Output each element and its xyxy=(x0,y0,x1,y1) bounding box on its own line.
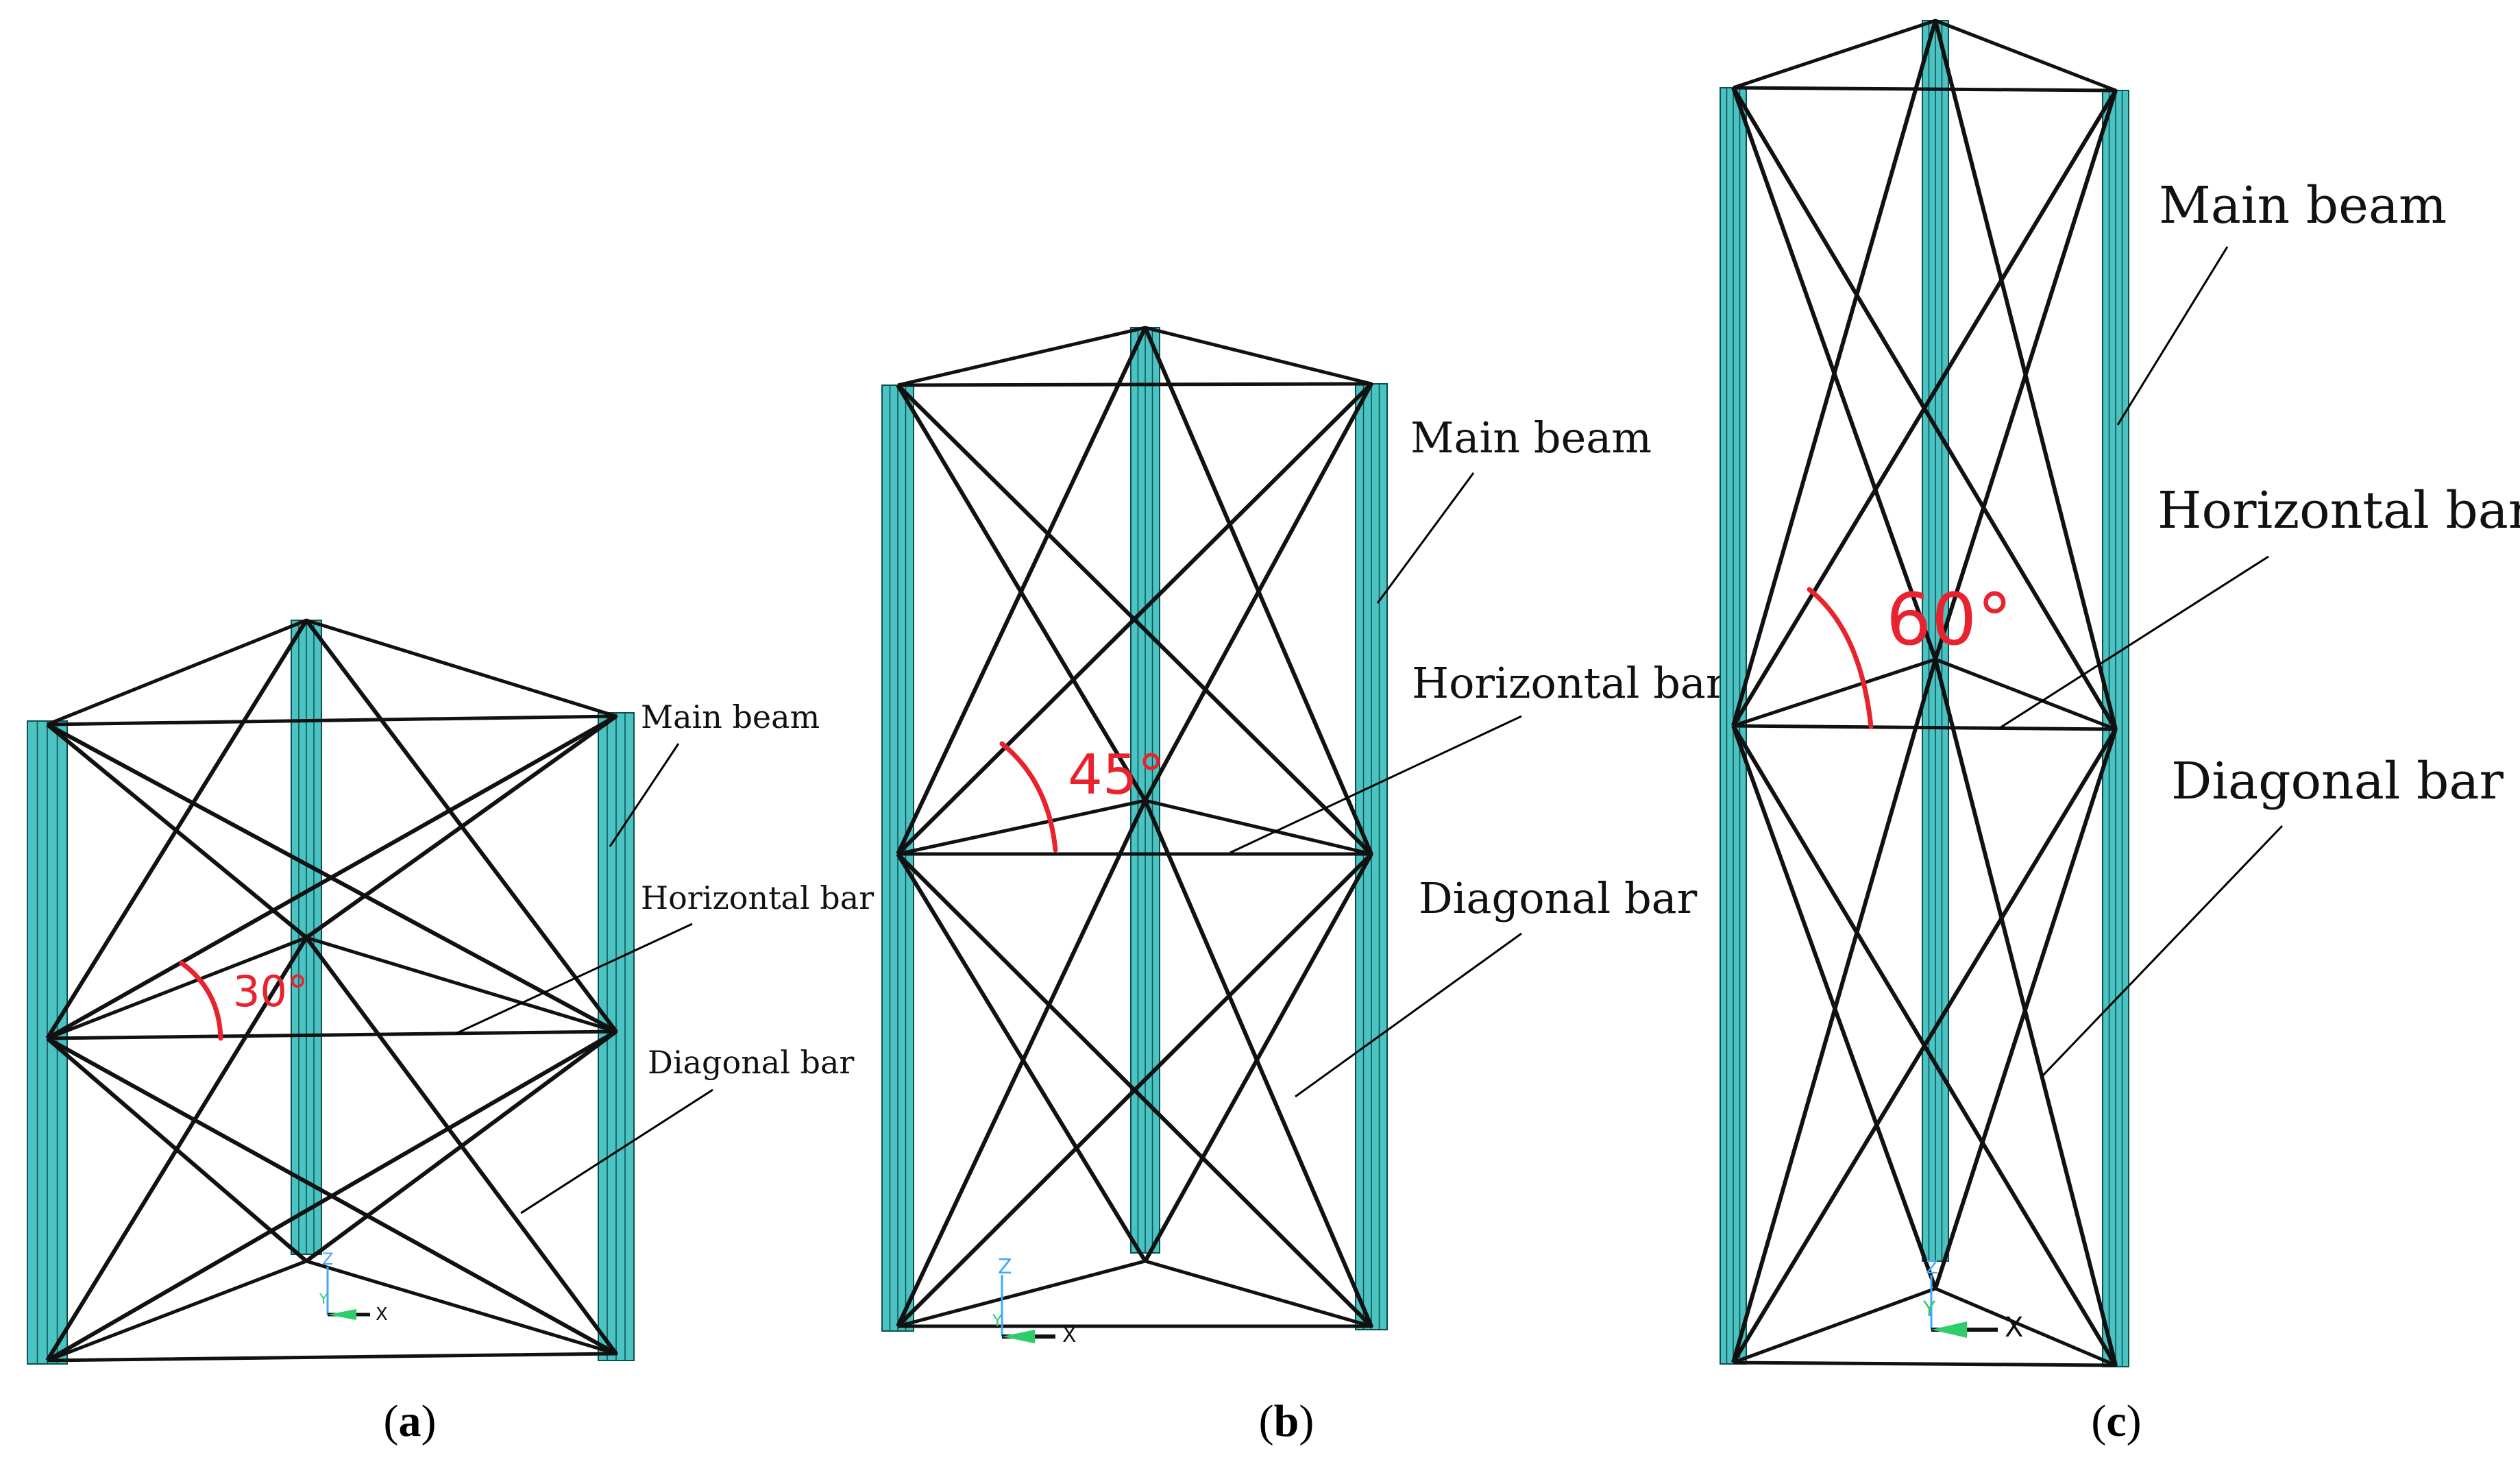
horizontal-bar-top xyxy=(47,618,618,727)
angle-label: 45° xyxy=(1068,743,1165,807)
angle-label: 60° xyxy=(1886,578,2012,661)
label-horizontal-bar: Horizontal bar xyxy=(2157,481,2520,540)
axis-label-y: Y xyxy=(319,1291,328,1307)
beam-mesh-lines xyxy=(889,385,907,1331)
axis-triad: Z Y X xyxy=(992,1255,1077,1347)
label-horizontal-bar: Horizontal bar xyxy=(1412,658,1726,708)
axis-label-z: Z xyxy=(998,1255,1012,1279)
axis-label-z: Z xyxy=(1926,1258,1938,1278)
axis-triad: Z Y X xyxy=(319,1249,388,1325)
diagonal-bar xyxy=(1731,86,1937,661)
diagonal-bar xyxy=(46,714,617,1040)
diagonal-bars xyxy=(896,326,1373,1328)
angle-arc xyxy=(179,960,223,1041)
horizontal-bars xyxy=(1733,19,2118,1367)
axis-label-y: Y xyxy=(1922,1297,1936,1321)
leader-horizontal-bar xyxy=(455,923,693,1035)
horizontal-bar-middle xyxy=(897,798,1373,856)
diagonal-bar xyxy=(305,714,617,940)
label-main-beam: Main beam xyxy=(1410,413,1652,463)
leader-horizontal-bar xyxy=(1999,555,2269,729)
horizontal-bar-top xyxy=(897,326,1373,387)
label-diagonal-bar: Diagonal bar xyxy=(2171,752,2504,811)
angle-arc xyxy=(999,741,1058,853)
diagonal-bars xyxy=(1731,20,2118,1367)
horizontal-bars xyxy=(47,618,618,1363)
diagonal-bar xyxy=(305,1029,617,1263)
horizontal-bar-middle xyxy=(47,936,618,1040)
axis-label-x: X xyxy=(2005,1312,2023,1343)
diagonal-bar xyxy=(1143,799,1373,1328)
label-main-beam: Main beam xyxy=(2159,176,2447,235)
leader-main-beam xyxy=(2116,246,2229,426)
angle-label: 30° xyxy=(233,966,308,1016)
panel-caption: (a) xyxy=(384,1396,437,1446)
diagonal-bar xyxy=(896,382,1373,856)
leader-main-beam xyxy=(609,743,680,847)
diagonal-bar xyxy=(1143,853,1373,1262)
leader-diagonal-bar xyxy=(1295,932,1522,1098)
diagonal-bar xyxy=(1731,728,2118,1364)
panel-b-45-degree-tower: 45° Z Y X Main beam Horizontal bar Diago… xyxy=(881,326,1726,1446)
diagonal-bar xyxy=(896,852,1373,1328)
panel-caption: (c) xyxy=(2091,1396,2141,1446)
diagonal-bar xyxy=(46,1036,308,1263)
leader-diagonal-bar xyxy=(2041,825,2284,1077)
diagonal-bar xyxy=(46,722,308,940)
axis-label-x: X xyxy=(376,1304,388,1325)
diagonal-bar xyxy=(896,799,1147,1328)
label-diagonal-bar: Diagonal bar xyxy=(648,1044,854,1081)
diagonal-bar xyxy=(1933,729,2118,1289)
panel-a-30-degree-tower: 30° Z Y X Main beam Horizontal bar Diago… xyxy=(27,618,874,1446)
diagonal-bar xyxy=(1143,382,1373,802)
angle-arc xyxy=(1807,587,1874,729)
leader-diagonal-bar xyxy=(520,1088,713,1215)
label-diagonal-bar: Diagonal bar xyxy=(1419,873,1698,923)
horizontal-bar-middle xyxy=(1733,657,2118,731)
horizontal-bar-bottom xyxy=(897,1259,1373,1328)
leader-horizontal-bar xyxy=(1230,715,1522,854)
horizontal-bar-bottom xyxy=(1733,1286,2118,1367)
diagonal-bars xyxy=(45,619,618,1363)
panel-caption: (b) xyxy=(1259,1396,1314,1446)
axis-label-x: X xyxy=(1062,1323,1077,1347)
axis-label-y: Y xyxy=(992,1311,1003,1330)
diagonal-bar xyxy=(1933,90,2118,660)
axis-triad: Z Y X xyxy=(1922,1258,2023,1343)
main-beams xyxy=(881,327,1388,1332)
panel-c-60-degree-tower: 60° Z Y X Main beam Horizontal bar Diago… xyxy=(1720,19,2520,1446)
horizontal-bar-top xyxy=(1733,19,2118,93)
horizontal-bars xyxy=(897,326,1373,1328)
diagonal-bar xyxy=(896,853,1147,1262)
diagonal-bar xyxy=(46,1029,617,1363)
diagonal-bar xyxy=(1731,724,1937,1290)
label-main-beam: Main beam xyxy=(641,698,820,735)
label-horizontal-bar: Horizontal bar xyxy=(641,879,874,916)
diagonal-bar xyxy=(896,384,1147,802)
axis-label-z: Z xyxy=(322,1249,333,1269)
diagonal-bar xyxy=(1731,89,2118,727)
horizontal-bar-bottom xyxy=(47,1259,618,1363)
leader-main-beam xyxy=(1376,472,1475,604)
